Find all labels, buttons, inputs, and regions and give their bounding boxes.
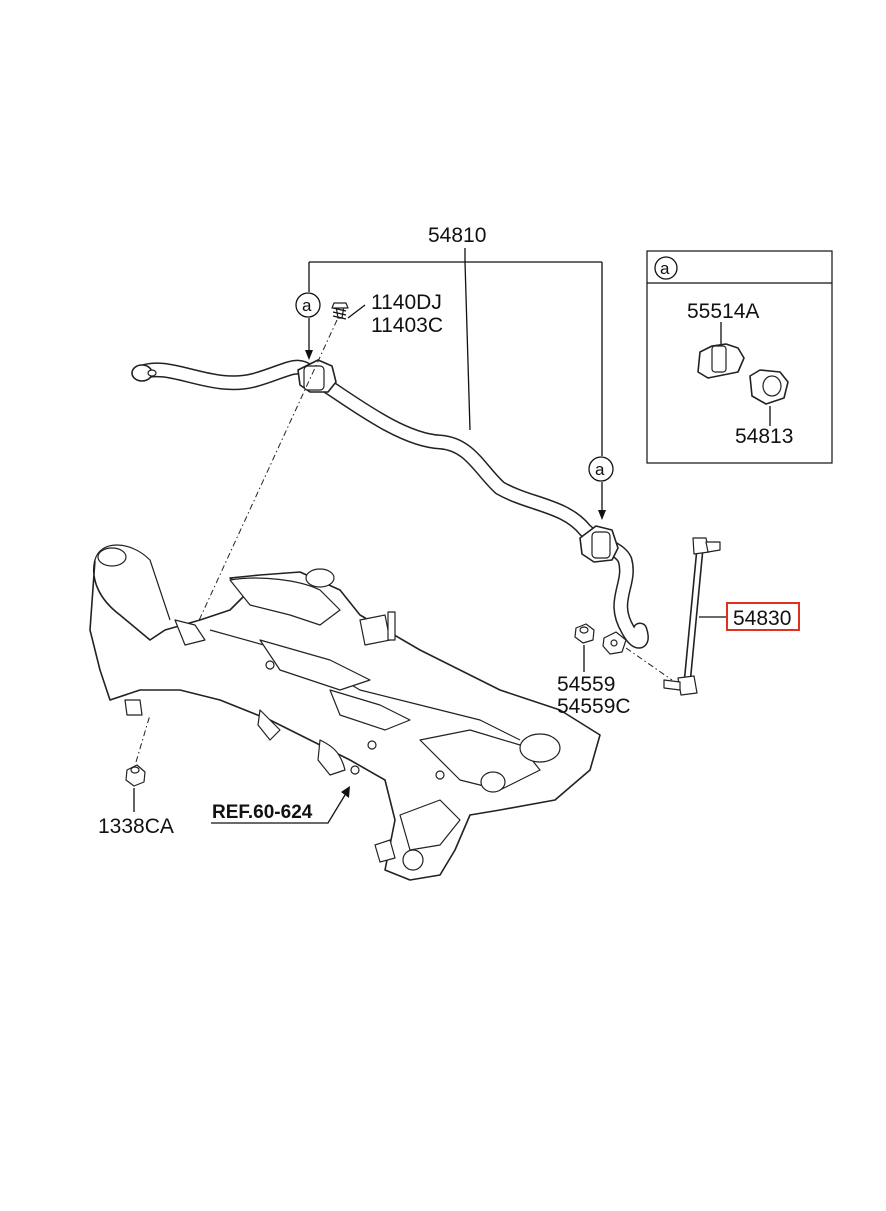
- nut-1338ca: [125, 764, 146, 787]
- nut-54559: [574, 623, 595, 644]
- bolt-1140dj: [331, 302, 349, 320]
- bolt-center-line: [189, 319, 338, 641]
- svg-text:a: a: [595, 460, 605, 479]
- stabilizer-bar: [131, 359, 649, 649]
- front-subframe: [89, 544, 601, 881]
- bar-end-washer: [602, 631, 627, 655]
- label-1140dj: 1140DJ: [371, 291, 442, 314]
- svg-text:a: a: [302, 296, 312, 315]
- label-reference: REF.60-624: [212, 802, 313, 823]
- label-1338ca: 1338CA: [98, 815, 174, 838]
- bushing-part: [749, 369, 789, 405]
- link-center-line: [625, 647, 673, 681]
- detail-box-a: a: [646, 250, 833, 464]
- bolt-leader: [347, 304, 366, 319]
- callout-a-left: a: [295, 292, 321, 318]
- label-54813: 54813: [735, 425, 793, 448]
- reference-arrow: [211, 786, 350, 824]
- label-11403c: 11403C: [371, 314, 443, 337]
- highlight-box-54830: [726, 602, 800, 631]
- svg-text:a: a: [660, 259, 670, 278]
- stabilizer-bar-leaders: [305, 248, 606, 520]
- bar-bushing-right: [579, 525, 619, 563]
- nut-1338ca-center-line: [135, 714, 151, 763]
- label-54810: 54810: [428, 224, 486, 247]
- label-54830: 54830: [733, 607, 791, 630]
- bushing-bracket-part: [697, 343, 745, 379]
- label-54559c: 54559C: [557, 695, 631, 718]
- label-54559: 54559: [557, 673, 615, 696]
- callout-a-right: a: [588, 456, 614, 482]
- stabilizer-link: [663, 537, 721, 696]
- label-55514a: 55514A: [687, 300, 759, 323]
